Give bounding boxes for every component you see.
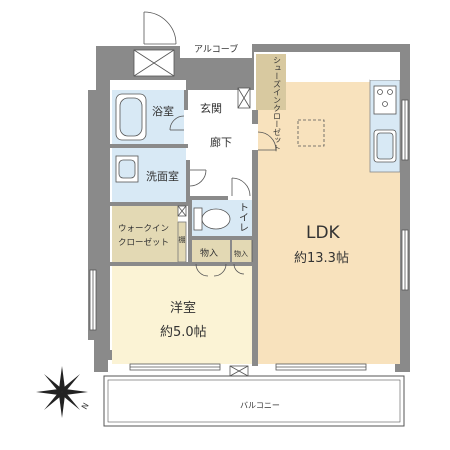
wall-storage-divider xyxy=(230,240,232,262)
walkin-closet-floor xyxy=(112,206,178,262)
door-swing-icon xyxy=(195,263,245,277)
wall-bath-east xyxy=(184,90,188,110)
toilet-icon xyxy=(193,207,231,231)
alcove-label: アルコーブ xyxy=(194,43,238,55)
pipe-shaft-icon xyxy=(133,49,175,77)
wall-ldk-west xyxy=(252,150,258,366)
shoes-closet-label: シューズインクローゼット xyxy=(273,56,282,152)
storage2-floor xyxy=(232,240,254,262)
pipe-shaft-icon xyxy=(229,365,249,377)
wall-corner-top-right xyxy=(370,52,400,80)
wall-toilet-west xyxy=(188,196,192,262)
walkin-label-line2: クローゼット xyxy=(118,237,169,248)
wall-ldk-upper xyxy=(252,110,258,124)
western-room-floor xyxy=(112,264,254,364)
door-swing-icon xyxy=(169,115,185,131)
door-swing-icon xyxy=(189,169,207,187)
wall-closet-western xyxy=(110,262,256,266)
pipe-shaft-icon xyxy=(177,205,187,217)
rouka-label: 廊下 xyxy=(210,135,232,149)
storage2-label: 物入 xyxy=(234,249,248,258)
wall-toilet-top xyxy=(188,196,228,200)
balcony-outline xyxy=(103,375,405,427)
washroom-label: 洗面室 xyxy=(146,169,179,183)
wall-washroom-east xyxy=(186,160,190,204)
storage1-label: 物入 xyxy=(200,247,218,259)
room-labels: アルコーブ 浴室 玄関 廊下 洗面室 トイレ ウォークイン クローゼット 棚 物… xyxy=(118,43,349,410)
door-swing-icon xyxy=(143,11,177,45)
compass-icon: N xyxy=(36,366,91,418)
ldk-label: LDK xyxy=(306,223,341,243)
stove-icon xyxy=(373,85,397,115)
door-swing-icon xyxy=(231,177,251,197)
balcony-label: バルコニー xyxy=(240,401,280,410)
door-swing-icon xyxy=(257,131,277,151)
pipe-shaft-icon xyxy=(237,87,251,109)
fixtures xyxy=(115,85,397,231)
compass-north-label: N xyxy=(80,401,91,411)
western-label: 洋室 xyxy=(170,300,196,316)
ldk-floor xyxy=(258,82,400,364)
wall-bath-washroom xyxy=(110,144,188,148)
kitchen-sink-icon xyxy=(373,129,397,163)
walkin-label-line1: ウォークイン xyxy=(118,224,169,234)
toilet-label: トイレ xyxy=(237,202,249,232)
ldk-size-label: 約13.3帖 xyxy=(294,251,349,266)
hanger-label: 棚 xyxy=(178,235,186,244)
doors xyxy=(143,11,325,277)
genkan-label: 玄関 xyxy=(200,101,222,115)
wall-washroom-closet xyxy=(110,202,190,206)
interior-walls xyxy=(110,52,400,366)
shoes-closet-shelf xyxy=(297,119,325,147)
shoes-closet-floor xyxy=(256,54,286,110)
balcony xyxy=(103,375,405,427)
balcony-rail xyxy=(107,379,401,423)
wall-toilet-bottom xyxy=(188,236,254,240)
storage1-floor xyxy=(192,240,230,262)
bath-label: 浴室 xyxy=(152,104,174,118)
bathtub-icon xyxy=(115,93,147,141)
windows xyxy=(89,99,409,371)
sink-icon xyxy=(115,155,139,183)
western-size-label: 約5.0帖 xyxy=(160,325,207,340)
